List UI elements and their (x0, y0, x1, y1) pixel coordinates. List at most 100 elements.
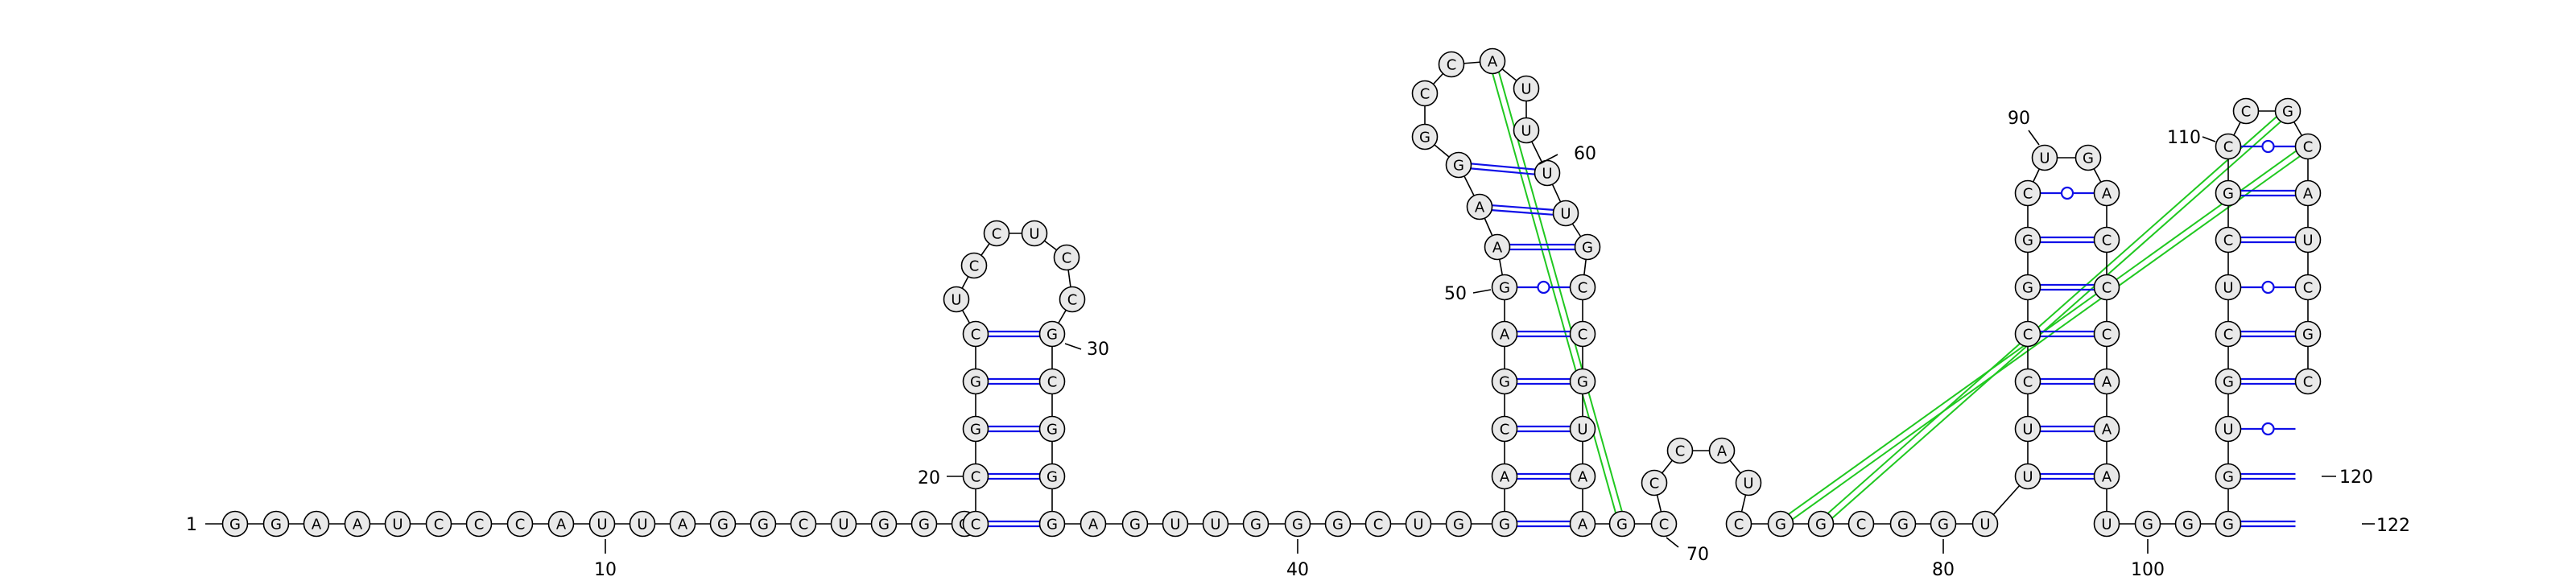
nucleotide-letter: G (2142, 517, 2153, 534)
nucleotide-letter: G (2182, 517, 2194, 534)
nucleotide-100: G (2134, 510, 2161, 538)
nucleotide-letter: A (1578, 517, 1588, 534)
nucleotide-circle (2031, 144, 2058, 171)
number-label: 100 (2131, 560, 2165, 580)
nucleotide-circle (425, 510, 452, 538)
nucleotide-circle (790, 510, 817, 538)
nucleotide-circle (1513, 75, 1540, 102)
nucleotide-circle (2093, 179, 2120, 207)
nucleotide-letter: U (2101, 517, 2112, 534)
nucleotide-letter: A (2102, 186, 2112, 203)
nucleotide-circle (2215, 510, 2242, 538)
nucleotide-circle (465, 510, 493, 538)
number-label: 20 (918, 468, 940, 488)
nucleotide-letter: G (229, 517, 241, 534)
nucleotide-letter: A (1475, 200, 1485, 216)
nucleotide-letter: C (2303, 139, 2314, 156)
nucleotide-circle (1242, 510, 1269, 538)
nucleotide-circle (1411, 123, 1439, 150)
nucleotide-circle (2174, 510, 2202, 538)
nucleotide-87: G (2014, 274, 2041, 301)
nucleotide-51: G (1491, 274, 1518, 301)
nucleotide-circle (303, 510, 330, 538)
nucleotide-circle (1038, 320, 1066, 348)
nucleotide-31: G (1038, 320, 1066, 348)
nucleotide-83: U (2014, 463, 2041, 490)
nucleotide-circle (1121, 510, 1149, 538)
nucleotide-104: U (2215, 415, 2242, 443)
nucleotide-circle (1641, 469, 1668, 496)
number-label: 40 (1286, 560, 1309, 580)
nucleotide-letter: G (1292, 517, 1303, 534)
nucleotide-circle (1491, 415, 1518, 443)
nucleotide-41: G (1284, 510, 1311, 538)
nucleotide-letter: A (1492, 240, 1503, 257)
nucleotide-circle (2215, 133, 2242, 160)
nucleotide-118: C (2294, 368, 2322, 395)
nucleotide-26: C (960, 252, 988, 279)
nucleotide-letter: C (969, 258, 980, 275)
nucleotide-73: C (1666, 437, 1694, 464)
nucleotide-circle (384, 510, 411, 538)
nucleotide-letter: G (2022, 280, 2033, 297)
nucleotide-circle (2294, 274, 2322, 301)
nucleotide-circle (2093, 510, 2120, 538)
nucleotide-7: C (465, 510, 493, 538)
nucleotide-circle (2274, 97, 2301, 125)
nucleotide-32: C (1038, 368, 1066, 395)
pseudoknot-line (1822, 113, 2291, 527)
nucleotide-letter: C (2223, 139, 2234, 156)
nucleotide-circle (2215, 368, 2242, 395)
position-number-90: 90 (2008, 109, 2040, 146)
pseudoknot-lines (1488, 60, 2310, 528)
nucleotide-letter: C (1659, 517, 1670, 534)
nucleotide-letter: C (2223, 233, 2234, 249)
nucleotide-52: A (1484, 233, 1511, 261)
nucleotide-64: C (1569, 274, 1596, 301)
nucleotide-circle (1491, 510, 1518, 538)
nucleotide-61: U (1534, 159, 1561, 187)
nucleotide-99: U (2093, 510, 2120, 538)
nucleotide-84: U (2014, 415, 2041, 443)
pseudoknot-line (1818, 108, 2287, 522)
nucleotide-letter: C (1067, 292, 1078, 309)
nucleotide-112: G (2274, 97, 2301, 125)
nucleotide-74: A (1708, 437, 1736, 464)
nucleotide-letter: U (597, 517, 607, 534)
nucleotide-circle (1569, 463, 1596, 490)
nucleotide-circle (629, 510, 656, 538)
nucleotide-letter: C (1373, 517, 1384, 534)
nucleotide-letter: A (2102, 374, 2112, 391)
gu-pair-marker (2060, 186, 2074, 200)
nucleotide-23: G (962, 368, 989, 395)
nucleotide-letter: A (2303, 186, 2314, 203)
number-label: 50 (1444, 284, 1467, 304)
nucleotide-letter: G (1897, 517, 1909, 534)
nucleotide-circle (1059, 286, 1086, 313)
nucleotide-30: C (1059, 286, 1086, 313)
nucleotide-letter: U (1170, 517, 1180, 534)
nucleotide-letter: G (270, 517, 282, 534)
nucleotide-letter: G (1499, 517, 1510, 534)
nucleotide-letter: C (1675, 443, 1686, 460)
nucleotide-circle (2014, 320, 2041, 348)
number-label: 120 (2339, 468, 2373, 488)
gu-pair-marker (1537, 280, 1550, 295)
nucleotide-circle (1847, 510, 1875, 538)
nucleotide-letter: C (515, 517, 526, 534)
nucleotide-letter: A (353, 517, 363, 534)
nucleotide-8: C (506, 510, 534, 538)
nucleotide-letter: U (1413, 517, 1423, 534)
nucleotide-1: G (221, 510, 249, 538)
nucleotide-circle (262, 510, 290, 538)
nucleotide-24: C (962, 320, 989, 348)
nucleotide-28: U (1021, 220, 1048, 247)
nucleotide-letter: C (2102, 233, 2112, 249)
nucleotide-letter: U (637, 517, 647, 534)
nucleotide-letter: G (1453, 517, 1464, 534)
nucleotide-circle (1021, 220, 1048, 247)
nucleotide-circle (1324, 510, 1352, 538)
base-pair-wc (1471, 167, 1535, 175)
nucleotide-circle (2014, 463, 2041, 490)
nucleotide-letter: C (971, 469, 981, 486)
